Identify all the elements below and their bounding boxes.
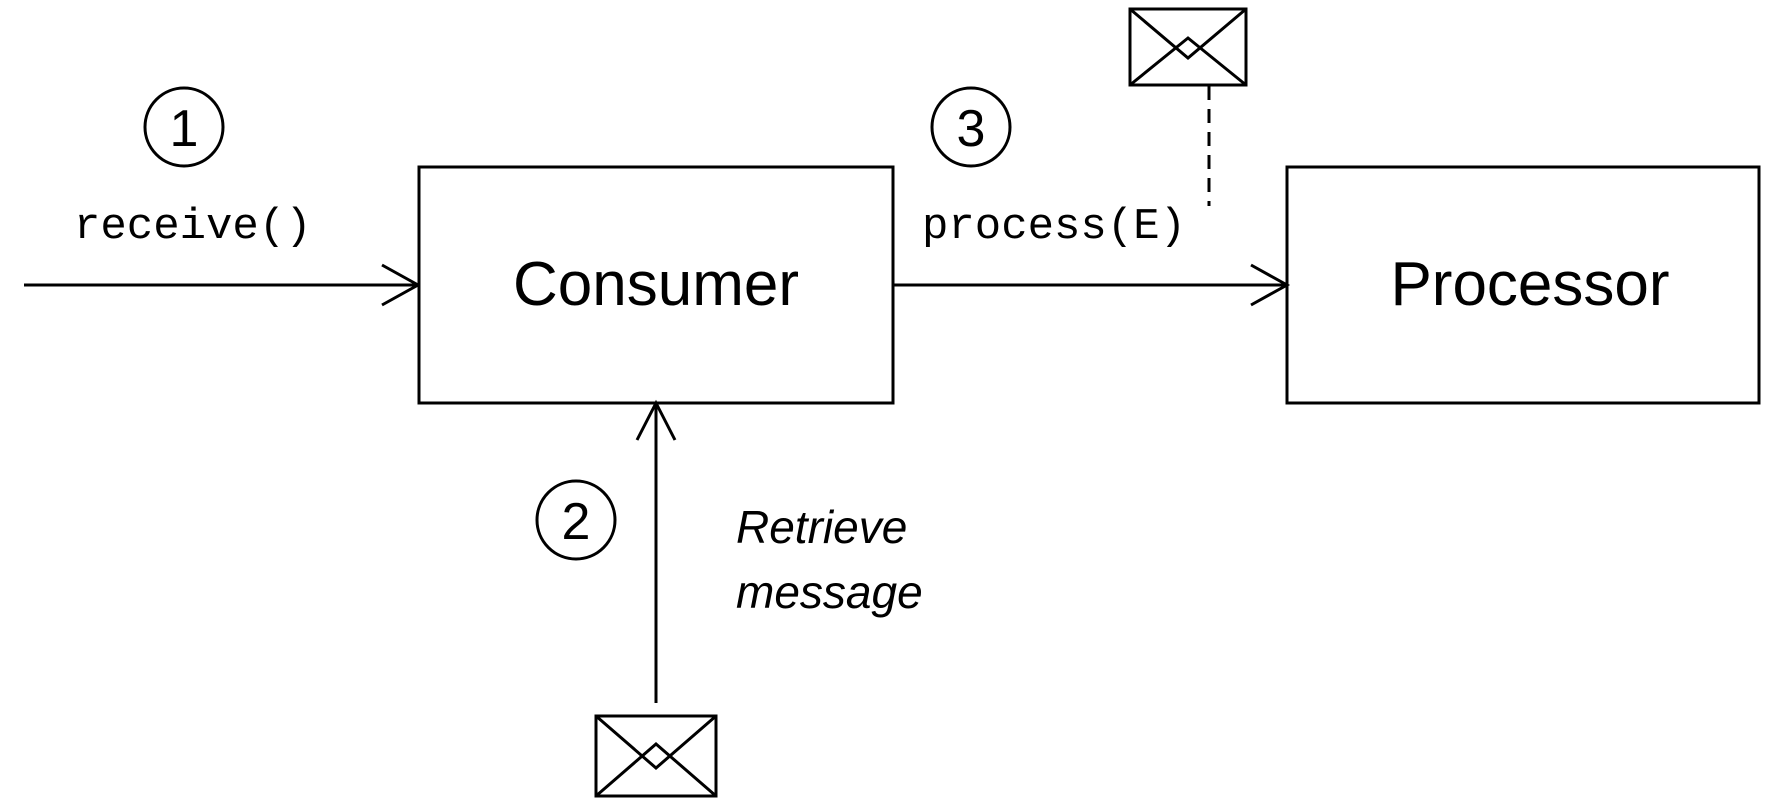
envelope-icon [1128, 7, 1248, 87]
step-2-circle [535, 479, 617, 561]
incoming-arrow [24, 263, 422, 307]
receive-call-label: receive() [74, 202, 312, 252]
retrieve-label-line2: message [736, 566, 923, 618]
retrieve-arrow [635, 399, 677, 703]
step-1-marker: 1 [143, 86, 225, 168]
step-3-circle [930, 86, 1012, 168]
processor-box: Processor [1285, 165, 1761, 405]
step-1-number: 1 [170, 100, 199, 158]
retrieve-label-line1: Retrieve [736, 501, 907, 553]
step-3-marker: 3 [930, 86, 1012, 168]
step-3-number: 3 [957, 100, 986, 158]
consumer-box: Consumer [417, 165, 895, 405]
step-2-number: 2 [562, 493, 591, 551]
envelope-icon [594, 714, 718, 798]
step-2-marker: 2 [535, 479, 617, 561]
step-1-circle [143, 86, 225, 168]
consumer-label: Consumer [513, 250, 799, 319]
process-call-label: process(E) [922, 202, 1186, 252]
process-arrow [893, 263, 1291, 307]
processor-label: Processor [1390, 250, 1669, 319]
